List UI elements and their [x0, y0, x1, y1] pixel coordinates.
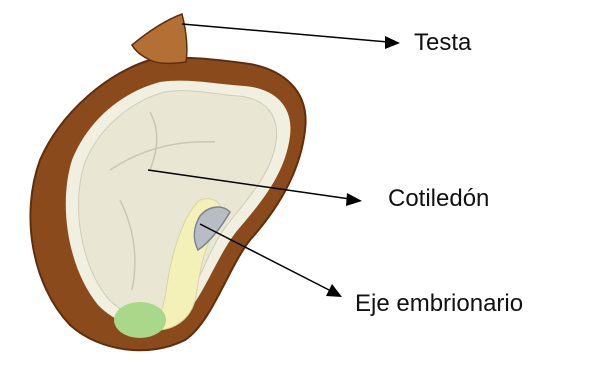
- seed-coat-flap: [132, 14, 187, 63]
- arrowhead-testa: [385, 36, 400, 49]
- label-cotiledon: Cotiledón: [388, 187, 489, 211]
- radicle-tip: [114, 302, 166, 338]
- label-testa: Testa: [414, 31, 471, 55]
- arrow-testa: [182, 24, 388, 42]
- label-eje-embrionario: Eje embrionario: [355, 292, 523, 316]
- arrowhead-cotiledon: [346, 193, 362, 206]
